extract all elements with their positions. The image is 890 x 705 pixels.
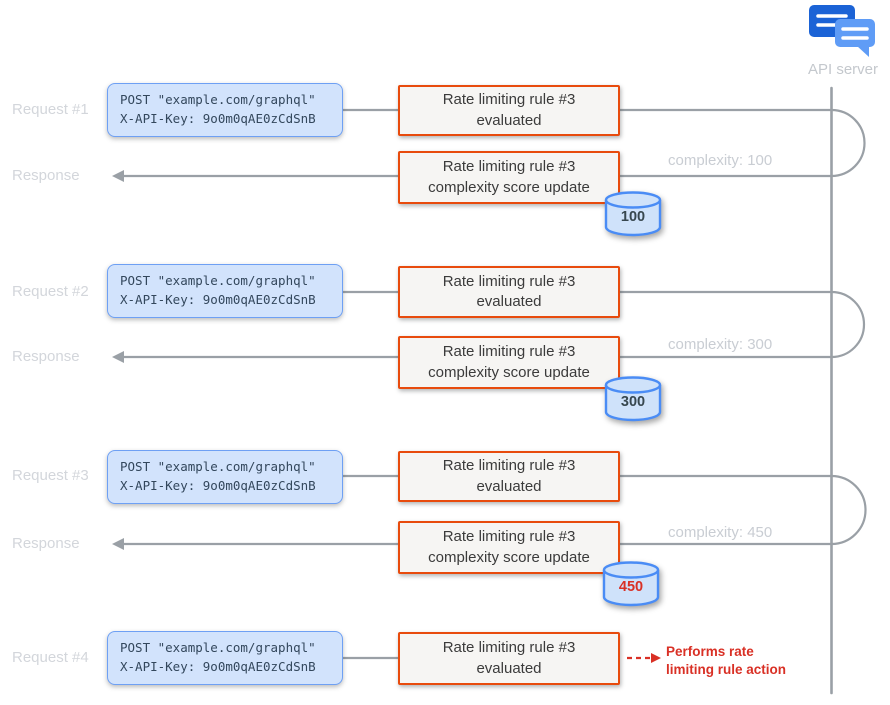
code-line-apikey: X-API-Key: 9o0m0qAE0zCdSnB <box>120 292 316 307</box>
complexity-counter-2: 300 <box>603 375 663 423</box>
score-update-box-2: Rate limiting rule #3 complexity score u… <box>398 336 620 389</box>
code-line-apikey: X-API-Key: 9o0m0qAE0zCdSnB <box>120 478 316 493</box>
counter-value: 100 <box>620 209 646 225</box>
rule-box-title: Rate limiting rule #3 <box>442 158 576 176</box>
score-update-box-3: Rate limiting rule #3 complexity score u… <box>398 521 620 574</box>
processing-arc-2 <box>831 290 866 359</box>
counter-value: 450 <box>618 579 644 595</box>
code-line-post: POST "example.com/graphql" <box>120 459 316 475</box>
action-note-line-1: Performs rate <box>666 644 754 659</box>
rule-box-title: Rate limiting rule #3 <box>442 272 576 290</box>
rule-box-subtitle: evaluated <box>476 111 542 129</box>
graphql-request-box-2: POST "example.com/graphql" X-API-Key: 9o… <box>107 264 343 318</box>
rule-box-title: Rate limiting rule #3 <box>442 91 576 109</box>
response-arrowhead-1 <box>112 170 124 182</box>
score-annotation-3: complexity: 450 <box>668 524 773 541</box>
rule-evaluated-box-3: Rate limiting rule #3 evaluated <box>398 451 620 502</box>
action-note-line-2: limiting rule action <box>666 661 787 677</box>
rate-limit-action-arrow <box>627 653 661 663</box>
code-line-post: POST "example.com/graphql" <box>120 273 316 289</box>
rule-box-subtitle: complexity score update <box>428 363 590 381</box>
graphql-request-box-4: POST "example.com/graphql" X-API-Key: 9o… <box>107 631 343 685</box>
code-line-post: POST "example.com/graphql" <box>120 640 316 656</box>
response-arrowhead-3 <box>112 538 124 550</box>
lane-label-request-3: Request #3 <box>12 467 89 484</box>
rule-box-subtitle: complexity score update <box>428 548 590 566</box>
rule-box-subtitle: evaluated <box>476 293 542 310</box>
rule-box-title: Rate limiting rule #3 <box>442 343 576 361</box>
rule-box-subtitle: evaluated <box>476 477 542 495</box>
score-update-box-1: Rate limiting rule #3 complexity score u… <box>398 151 620 204</box>
database-icon <box>604 376 662 422</box>
score-annotation-2: complexity: 300 <box>668 336 773 353</box>
api-server-label: API server <box>807 61 879 78</box>
rule-box-title: Rate limiting rule #3 <box>442 639 576 657</box>
lane-label-request-4: Request #4 <box>12 649 89 666</box>
rule-box-subtitle: evaluated <box>476 659 542 677</box>
rule-box-title: Rate limiting rule #3 <box>442 457 576 475</box>
rule-evaluated-box-2: Rate limiting rule #3 evaluated <box>398 266 620 318</box>
lane-label-response-2: Response <box>12 348 80 365</box>
complexity-counter-3: 450 <box>601 560 661 608</box>
processing-arc-1 <box>831 108 866 178</box>
graphql-request-box-3: POST "example.com/graphql" X-API-Key: 9o… <box>107 450 343 504</box>
rule-evaluated-box-1: Rate limiting rule #3 evaluated <box>398 85 620 136</box>
rule-box-title: Rate limiting rule #3 <box>442 528 576 546</box>
api-server-header <box>806 5 878 62</box>
rule-box-subtitle: complexity score update <box>428 178 590 196</box>
lane-label-response-3: Response <box>12 535 80 552</box>
lane-label-request-2: Request #2 <box>12 283 89 300</box>
chat-messages-icon <box>809 5 875 57</box>
rate-limit-action-note: Performs rate limiting rule action <box>666 643 786 678</box>
database-icon <box>604 191 662 237</box>
rule-evaluated-box-4: Rate limiting rule #3 evaluated <box>398 632 620 685</box>
counter-value: 300 <box>620 394 646 410</box>
database-icon <box>602 561 660 607</box>
lane-label-response-1: Response <box>12 167 80 184</box>
score-annotation-1: complexity: 100 <box>668 152 773 169</box>
response-arrowhead-2 <box>112 351 124 363</box>
code-line-apikey: X-API-Key: 9o0m0qAE0zCdSnB <box>120 659 316 674</box>
processing-arc-3 <box>831 474 867 546</box>
code-line-apikey: X-API-Key: 9o0m0qAE0zCdSnB <box>120 111 316 126</box>
graphql-request-box-1: POST "example.com/graphql" X-API-Key: 9o… <box>107 83 343 137</box>
lane-label-request-1: Request #1 <box>12 101 89 118</box>
complexity-counter-1: 100 <box>603 190 663 238</box>
code-line-post: POST "example.com/graphql" <box>120 92 316 108</box>
